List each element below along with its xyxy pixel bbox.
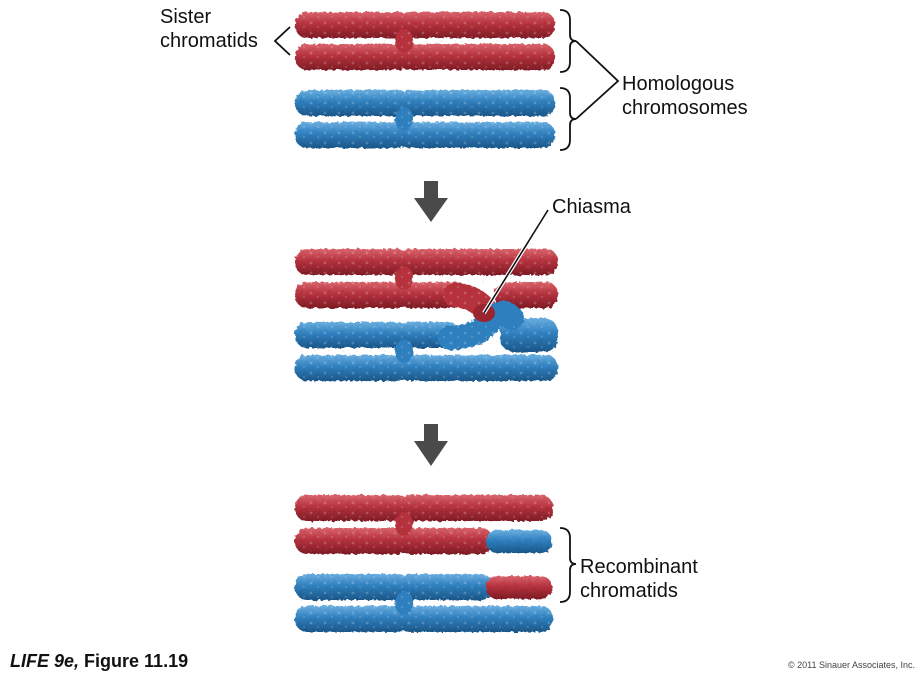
figure-caption: LIFE 9e, Figure 11.19 xyxy=(10,651,188,672)
homologous-label-line2: chromosomes xyxy=(622,97,748,119)
stage1-blue-chromosome xyxy=(295,90,555,148)
stage1-red-chromosome xyxy=(295,12,555,70)
stage2-red-chromosome xyxy=(295,249,558,328)
down-arrow-2 xyxy=(414,424,448,466)
recombinant-blue-segment-on-red xyxy=(486,530,552,553)
caption-figure-number: Figure 11.19 xyxy=(79,651,189,671)
chiasma-label: Chiasma xyxy=(552,196,631,218)
recombinant-chromatids-bracket xyxy=(559,527,577,603)
homologous-chromosomes-label: Homologous chromosomes xyxy=(622,72,748,120)
copyright-notice: © 2011 Sinauer Associates, Inc. xyxy=(788,660,916,670)
sister-label-line1: Sister xyxy=(160,6,212,28)
recombinant-chromatids-label: Recombinant chromatids xyxy=(580,555,698,603)
sister-label-line2: chromatids xyxy=(160,30,258,52)
sister-chromatids-label: Sister chromatids xyxy=(160,5,258,53)
homologous-label-line1: Homologous xyxy=(622,73,735,95)
caption-book-title: LIFE 9e, xyxy=(10,651,80,671)
recombinant-red-segment-on-blue xyxy=(486,576,552,599)
recombinant-label-line1: Recombinant xyxy=(580,556,698,578)
sister-chromatids-bracket xyxy=(273,26,291,56)
down-arrow-1 xyxy=(414,181,448,222)
red-chromosome-bracket xyxy=(559,9,577,73)
stage2-blue-chromosome xyxy=(295,301,558,381)
chiasma-pointer-line-stroke xyxy=(483,209,549,314)
blue-chromosome-bracket xyxy=(559,87,577,151)
homologous-pointer-lines xyxy=(575,40,620,120)
recombinant-label-line2: chromatids xyxy=(580,580,678,602)
